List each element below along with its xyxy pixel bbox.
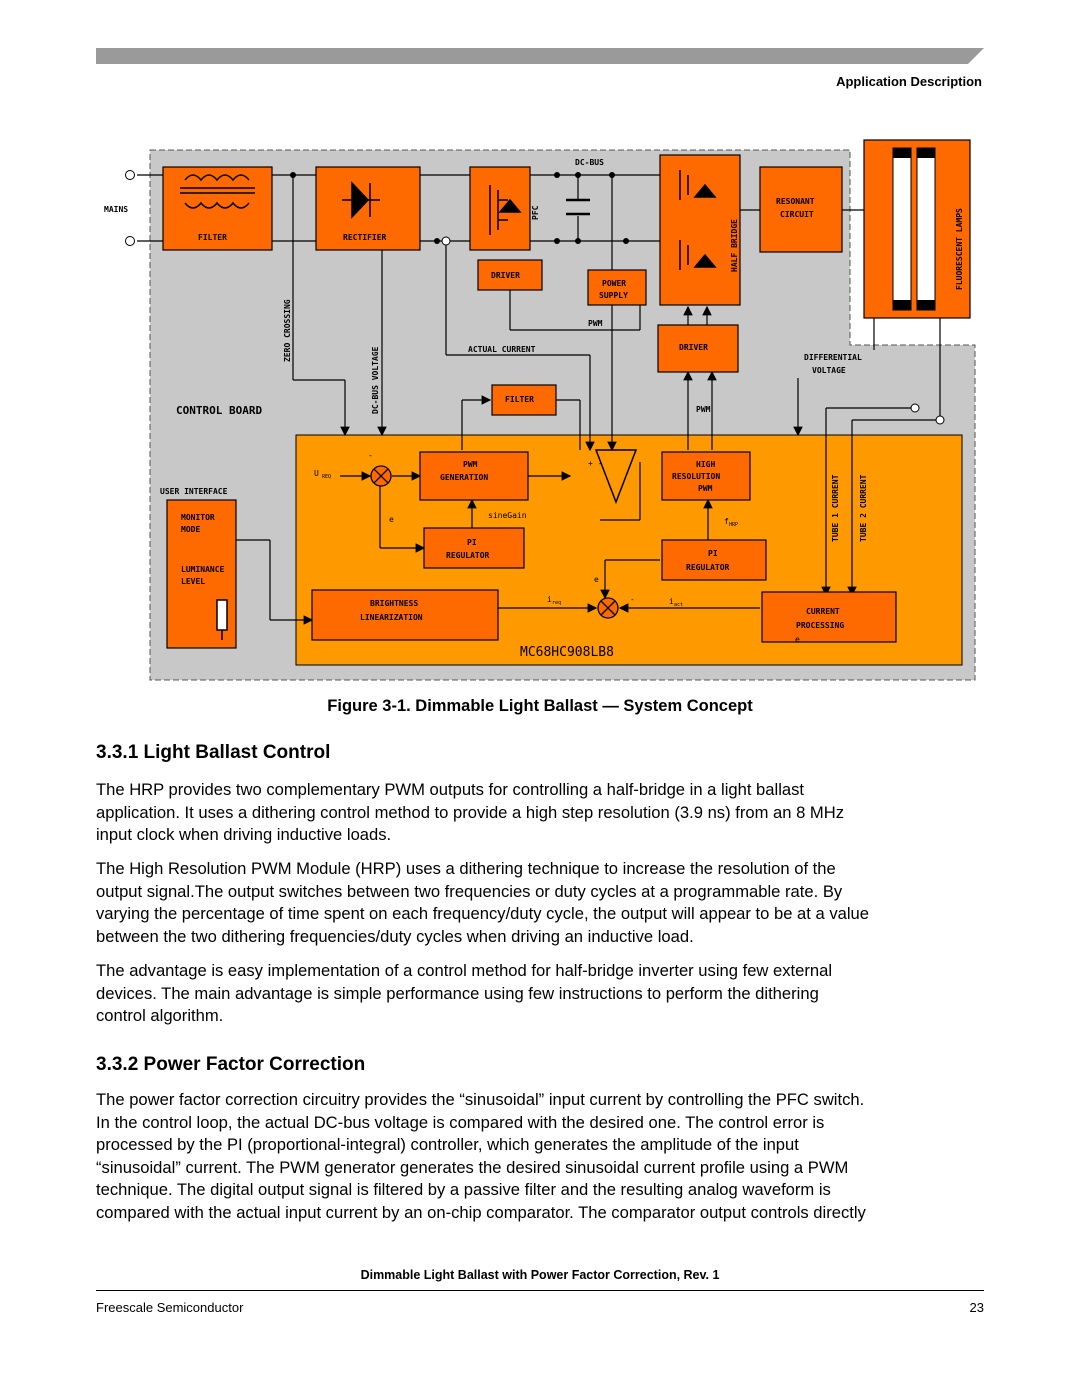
pfc-driver-block <box>477 259 543 291</box>
i-req-label: i <box>547 595 552 604</box>
filter-ctrl-label: FILTER <box>505 395 534 404</box>
comparator-signs: + - <box>588 459 602 468</box>
f-hrp-label: f <box>724 517 729 526</box>
high-label: HIGH <box>696 460 715 469</box>
user-interface-label: USER INTERFACE <box>160 487 228 496</box>
rectifier-label: RECTIFIER <box>343 233 387 242</box>
i-act-label: i <box>669 597 674 606</box>
pi-2-label: PI <box>708 549 718 558</box>
paragraph-4: The power factor correction circuitry pr… <box>96 1090 866 1222</box>
dc-bus-label: DC-BUS <box>575 158 604 167</box>
filter-ctrl-block <box>491 384 557 416</box>
page-number: 23 <box>969 1300 984 1315</box>
resolution-label: RESOLUTION <box>672 472 720 481</box>
power-supply-block <box>587 269 647 306</box>
system-diagram: MAINS FILTER RECTIFIER DC-BUS PFC DRIVER… <box>104 139 976 681</box>
i-act-sub: act <box>674 602 683 608</box>
hr-pwm-block <box>661 451 751 501</box>
brightness-block <box>311 589 499 641</box>
resonant-block <box>759 166 843 253</box>
supply-label: SUPPLY <box>599 291 628 300</box>
power-label: POWER <box>602 279 626 288</box>
monitor-label: MONITOR <box>181 513 215 522</box>
i-req-sub: req <box>552 600 561 606</box>
tube-1-label: TUBE 1 CURRENT <box>831 474 840 542</box>
mcu-label: MC68HC908LB8 <box>520 645 614 660</box>
header-bar <box>96 48 984 64</box>
hb-driver-label: DRIVER <box>679 343 708 352</box>
mode-label: MODE <box>181 525 200 534</box>
current-label: CURRENT <box>806 607 840 616</box>
hr-pwm-label: PWM <box>698 484 713 493</box>
pwm-gen-block <box>419 451 529 501</box>
figure-caption: Figure 3-1. Dimmable Light Ballast — Sys… <box>327 697 753 715</box>
circuit-label: CIRCUIT <box>780 210 814 219</box>
section-heading-1: 3.3.1 Light Ballast Control <box>96 742 331 763</box>
pfc-label: PFC <box>531 205 540 220</box>
luminance-label: LUMINANCE <box>181 565 225 574</box>
level-label: LEVEL <box>181 577 205 586</box>
lamps-label: FLUORESCENT LAMPS <box>955 208 964 290</box>
pfc-block <box>469 166 531 251</box>
e-2: e <box>594 575 599 584</box>
zero-crossing-label: ZERO CROSSING <box>283 299 292 362</box>
pwm-mid-label: PWM <box>696 405 711 414</box>
rectifier-block <box>315 166 421 251</box>
mains-label: MAINS <box>104 205 128 214</box>
f-hrp-sub: HRP <box>729 522 738 528</box>
u-req-sub: REQ <box>322 474 331 480</box>
e-3: e <box>795 635 800 644</box>
processing-label: PROCESSING <box>796 621 844 630</box>
pfc-driver-label: DRIVER <box>491 271 520 280</box>
minus-1: - <box>368 451 373 460</box>
brightness-label: BRIGHTNESS <box>370 599 418 608</box>
footer-rule <box>96 1290 984 1291</box>
tube-2-label: TUBE 2 CURRENT <box>859 474 868 542</box>
footer-company: Freescale Semiconductor <box>96 1300 244 1315</box>
footer-title: Dimmable Light Ballast with Power Factor… <box>360 1268 720 1282</box>
filter-block <box>162 166 273 251</box>
paragraph-2: The High Resolution PWM Module (HRP) use… <box>96 859 870 946</box>
half-bridge-label: HALF BRIDGE <box>730 219 739 272</box>
pi2-block <box>661 539 767 581</box>
actual-current-label: ACTUAL CURRENT <box>468 345 536 354</box>
current-proc-block <box>761 591 897 643</box>
dc-bus-voltage-label: DC-BUS VOLTAGE <box>371 346 380 414</box>
pwm-gen-label: PWM <box>463 460 478 469</box>
u-req-label: U <box>314 469 319 478</box>
paragraph-3: The advantage is easy implementation of … <box>96 961 833 1025</box>
regulator-1-label: REGULATOR <box>446 551 490 560</box>
control-board-label: CONTROL BOARD <box>176 404 262 417</box>
pwm-top-label: PWM <box>588 319 603 328</box>
linearization-label: LINEARIZATION <box>360 613 423 622</box>
sine-gain-label: sineGain <box>488 511 527 520</box>
minus-2: - <box>630 595 635 604</box>
generation-label: GENERATION <box>440 473 488 482</box>
regulator-2-label: REGULATOR <box>686 563 730 572</box>
hb-driver-block <box>657 324 739 373</box>
running-header: Application Description <box>836 74 982 89</box>
paragraph-1: The HRP provides two complementary PWM o… <box>96 780 845 844</box>
filter-label: FILTER <box>198 233 227 242</box>
voltage-label: VOLTAGE <box>812 366 846 375</box>
pi-1-label: PI <box>467 538 477 547</box>
resonant-label: RESONANT <box>776 197 815 206</box>
half-bridge-block <box>659 154 741 306</box>
e-1: e <box>389 515 394 524</box>
section-heading-2: 3.3.2 Power Factor Correction <box>96 1054 366 1075</box>
differential-label: DIFFERENTIAL <box>804 353 862 362</box>
pi1-block <box>423 527 525 569</box>
